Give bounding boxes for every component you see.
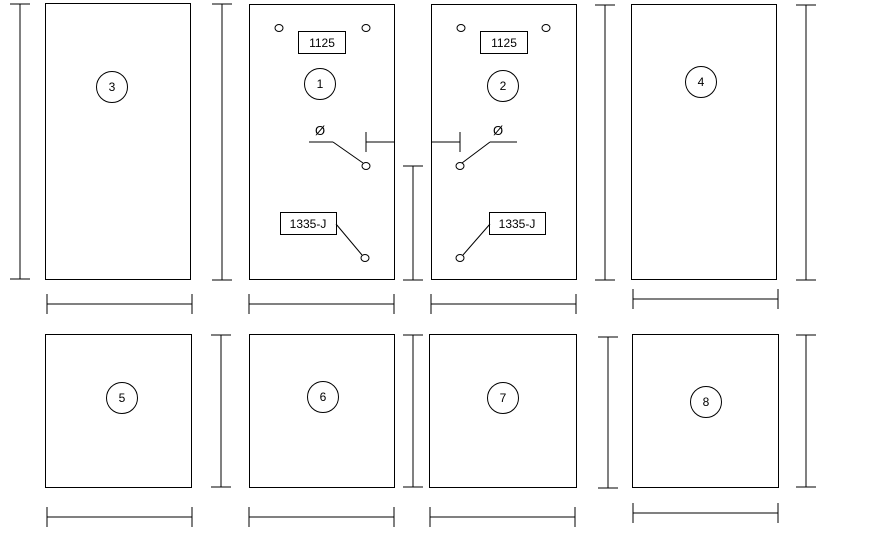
panel-6 (249, 334, 395, 488)
leader-line (462, 223, 491, 256)
switch-blade (332, 141, 364, 164)
panel-2-switch-symbol: Ø (493, 123, 503, 138)
panel-1-number-circle (304, 68, 336, 100)
mounting-hole (541, 24, 551, 32)
panel-5-number: 5 (119, 391, 126, 405)
panel-2-bottom-label-box (489, 212, 546, 235)
panel-1-number: 1 (317, 77, 324, 91)
panel-5-number-circle (106, 382, 138, 414)
panel-8 (632, 334, 779, 488)
panel-1 (249, 4, 395, 280)
panel-2-bottom-label: 1335-J (499, 217, 536, 231)
panel-8-outline (632, 334, 779, 488)
panel-8-number-circle (690, 386, 722, 418)
panel-4 (631, 4, 777, 280)
panel-1-outline (249, 4, 395, 280)
switch-contact (455, 162, 465, 170)
panel-4-outline (631, 4, 777, 280)
panel-4-number: 4 (698, 75, 705, 89)
panel-2-outline (431, 4, 577, 280)
panel-3-number-circle (96, 71, 128, 103)
mounting-hole (361, 24, 371, 32)
terminal-hole (360, 254, 370, 262)
tie-connection (365, 132, 461, 152)
mounting-hole (274, 24, 284, 32)
mounting-hole (456, 24, 466, 32)
panel-7-number-circle (487, 382, 519, 414)
panel-6-number-circle (307, 381, 339, 413)
panel-6-number: 6 (320, 390, 327, 404)
panel-2-number-circle (487, 70, 519, 102)
panel-2-top-label: 1125 (491, 36, 517, 50)
panel-2 (431, 4, 577, 280)
panel-7-outline (429, 334, 577, 488)
terminal-hole (455, 254, 465, 262)
panel-6-outline (249, 334, 395, 488)
panel-3-number: 3 (109, 80, 116, 94)
panel-1-bottom-label: 1335-J (290, 217, 327, 231)
panel-5-outline (45, 334, 192, 488)
panel-2-top-label-box (480, 31, 528, 54)
panel-3 (45, 3, 191, 280)
panel-7-number: 7 (500, 391, 507, 405)
panel-1-switch-symbol: Ø (315, 123, 325, 138)
panel-2-number: 2 (500, 79, 507, 93)
panel-1-bottom-label-box (280, 212, 337, 235)
switch-blade (461, 141, 491, 164)
panel-7 (429, 334, 577, 488)
panel-8-number: 8 (703, 395, 710, 409)
dimension-lines-top-row (10, 3, 816, 314)
panel-4-number-circle (685, 66, 717, 98)
leader-line (335, 223, 363, 256)
panel-5 (45, 334, 192, 488)
panel-1-top-label-box (298, 31, 346, 54)
switch-contact (361, 162, 371, 170)
panel-3-outline (45, 3, 191, 280)
dimension-lines-bottom-row (46, 334, 816, 527)
panel-1-top-label: 1125 (309, 36, 335, 50)
